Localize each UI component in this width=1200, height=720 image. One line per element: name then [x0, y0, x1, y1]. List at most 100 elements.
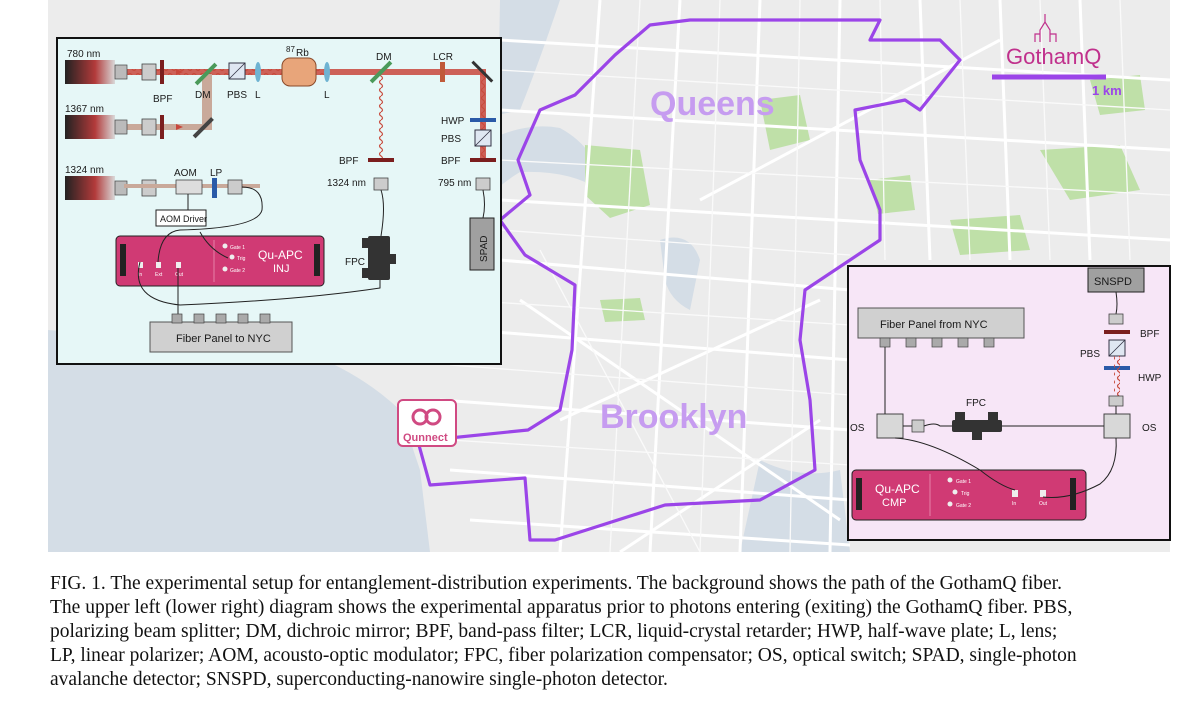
label-1367: 1367 nm	[65, 104, 104, 115]
bpf-filter	[1104, 330, 1130, 334]
cmp-hwp-label: HWP	[1138, 373, 1162, 384]
collimator	[141, 118, 157, 136]
harbor-water	[48, 330, 430, 552]
fiber-coupler	[1108, 395, 1124, 407]
bpf3-label: BPF	[441, 156, 460, 167]
cmp-fpc-label: FPC	[966, 398, 986, 409]
label-795-out: 795 nm	[438, 178, 471, 189]
figure-canvas: Queens Brooklyn GothamQ 1 km Qunnect	[48, 0, 1171, 554]
optical-switch-left	[876, 413, 904, 439]
collimator	[141, 63, 157, 81]
bpf-filter	[368, 158, 394, 162]
port-ext	[156, 262, 161, 268]
newtown-creek	[470, 126, 600, 220]
spad-detector	[469, 217, 495, 271]
bpf-filter	[160, 60, 164, 84]
lens	[255, 62, 261, 82]
beam-795-wave	[480, 72, 486, 158]
bay-water	[740, 460, 850, 552]
bpf-filter	[160, 115, 164, 139]
park	[950, 215, 1030, 255]
fiber-coupler	[475, 177, 491, 191]
snspd-label: SNSPD	[1094, 276, 1132, 288]
laser-1324	[65, 176, 128, 200]
cmp-bpf-label: BPF	[1140, 329, 1159, 340]
gothamq-fiber-route	[410, 18, 962, 542]
park	[585, 145, 650, 218]
skyline-icon	[1034, 14, 1057, 42]
cmp-trig-label: Trig	[961, 491, 970, 497]
scale-label: 1 km	[1092, 83, 1122, 98]
pbs2-label: PBS	[441, 134, 461, 145]
panel-ports	[171, 313, 271, 324]
fiber-panel-to-nyc-label: Fiber Panel to NYC	[176, 333, 271, 345]
qu-apc-cmp	[851, 469, 1087, 521]
park	[1040, 145, 1140, 200]
bpf2-label: BPF	[339, 156, 358, 167]
fiber-coupler	[227, 179, 243, 195]
fiber-panel-from-nyc-label: Fiber Panel from NYC	[880, 319, 988, 331]
cmp-port-in-label: In	[1012, 501, 1016, 507]
figure-caption: FIG. 1. The experimental setup for entan…	[50, 572, 1200, 718]
mirror	[192, 117, 214, 139]
gothamq-logo: GothamQ	[1006, 14, 1101, 69]
beam-780-wave	[128, 69, 328, 75]
arrow-icon	[176, 69, 183, 75]
fpc-cmp	[952, 412, 1002, 440]
fiber-panel-to-nyc	[149, 321, 293, 353]
lens1-label: L	[255, 90, 261, 101]
qunnect-mark-icon	[411, 408, 442, 426]
lp-label: LP	[210, 168, 223, 179]
gate2-label: Gate 2	[230, 268, 245, 274]
lp-polarizer	[212, 178, 217, 198]
beam-1367-vertical	[202, 74, 212, 130]
fpc-label: FPC	[345, 257, 365, 268]
qu-apc-inj-sub: INJ	[273, 263, 290, 275]
laser-780	[65, 60, 128, 84]
inj-frame	[56, 37, 502, 365]
bpf-label: BPF	[153, 94, 172, 105]
queens-label: Queens	[650, 85, 775, 123]
rb-mass: 87	[286, 45, 295, 54]
spad-label: SPAD	[479, 236, 490, 263]
hwp-plate	[470, 118, 496, 122]
port-ext-label: Ext	[155, 272, 163, 278]
bpf-filter	[470, 158, 496, 162]
dm1-label: DM	[195, 90, 211, 101]
label-1324-out: 1324 nm	[327, 178, 366, 189]
port-in	[138, 262, 143, 268]
cmp-port-out	[1040, 490, 1046, 497]
aom-driver-box	[155, 209, 207, 227]
pbs1-label: PBS	[227, 90, 247, 101]
aom-driver-label: AOM Driver	[160, 214, 207, 224]
lcr-element	[440, 62, 445, 82]
aom-device	[175, 179, 203, 195]
qu-apc-cmp-name: Qu-APC	[875, 482, 920, 496]
cmp-pbs-label: PBS	[1080, 349, 1100, 360]
qu-apc-inj-name: Qu-APC	[258, 248, 303, 262]
port-out	[176, 262, 181, 268]
caption-line: avalanche detector; SNSPD, superconducti…	[50, 669, 668, 690]
lcr-label: LCR	[433, 52, 453, 63]
optical-switch-right	[1103, 413, 1131, 439]
fiber-coupler	[373, 177, 389, 191]
injection-diagram: 780 nm 1367 nm 1324 nm BPF DM PBS L	[56, 37, 502, 365]
fpc-inj	[362, 236, 396, 280]
beam-1324-out	[378, 72, 384, 158]
caption-line: LP, linear polarizer; AOM, acousto-optic…	[50, 645, 1077, 666]
port-out-label: Out	[175, 272, 184, 278]
minor-streets	[449, 0, 1171, 553]
laser-1367	[65, 115, 128, 139]
cmp-port-in	[1012, 490, 1018, 497]
label-1324: 1324 nm	[65, 165, 104, 176]
qunnect-label: Qunnect	[403, 432, 448, 444]
qunnect-logo: Qunnect	[397, 399, 457, 447]
mirror	[471, 60, 494, 83]
cmp-gate1-label: Gate 1	[956, 479, 971, 485]
qu-apc-inj	[115, 235, 325, 287]
fiber-coupler	[1108, 313, 1124, 325]
caption-line: FIG. 1. The experimental setup for entan…	[50, 573, 1062, 594]
figure-1: Queens Brooklyn GothamQ 1 km Qunnect	[48, 0, 1171, 554]
lens	[324, 62, 330, 82]
beam-1367	[124, 124, 212, 130]
